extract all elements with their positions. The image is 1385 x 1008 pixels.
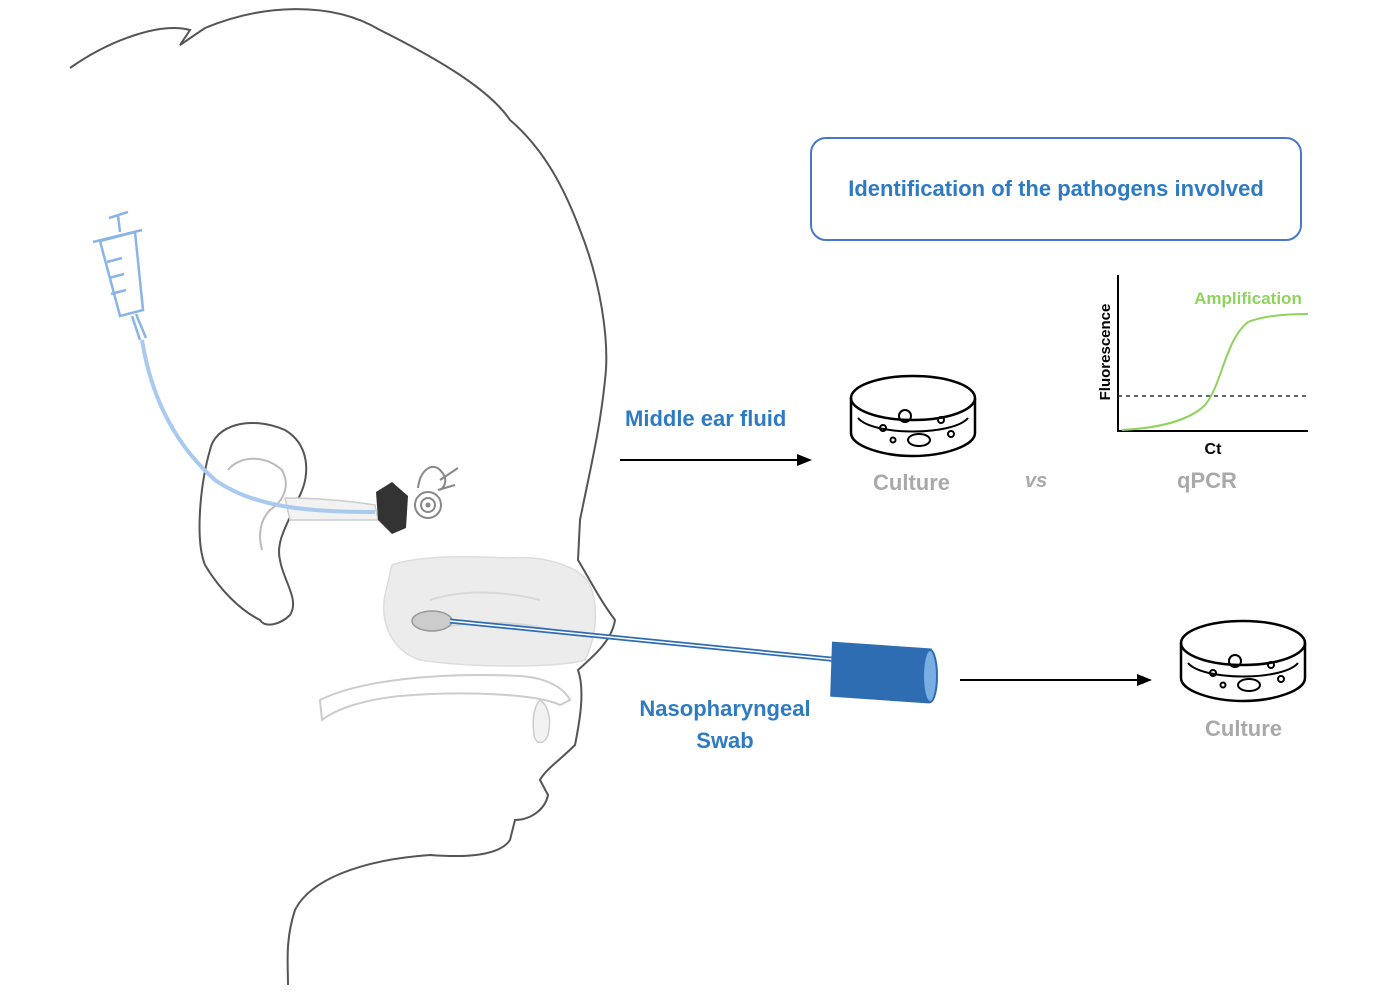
petri-dish-icon xyxy=(849,374,977,458)
chart-ylabel: Fluorescence xyxy=(1097,304,1114,401)
inner-ear-icon xyxy=(376,465,459,534)
petri-dish-icon xyxy=(1179,619,1307,703)
curve-label: Amplification xyxy=(1194,289,1302,308)
label-nasopharyngeal-line2: Swab xyxy=(696,728,754,753)
label-culture-bottom: Culture xyxy=(1205,716,1282,741)
syringe-icon xyxy=(92,210,148,341)
amplification-curve xyxy=(1121,313,1309,431)
ear-inner-outline xyxy=(227,457,287,551)
label-culture-top: Culture xyxy=(873,470,950,495)
teeth-outline xyxy=(532,699,551,744)
head-outline xyxy=(69,8,617,986)
syringe-tube xyxy=(140,339,376,514)
ear-outline xyxy=(198,421,308,626)
chart-xlabel: Ct xyxy=(1205,441,1223,458)
label-middle-ear-fluid: Middle ear fluid xyxy=(625,406,787,431)
label-nasopharyngeal: Nasopharyngeal Swab xyxy=(630,693,820,757)
label-qpcr: qPCR xyxy=(1177,468,1237,493)
title-box: Identification of the pathogens involved xyxy=(810,137,1302,241)
label-nasopharyngeal-line1: Nasopharyngeal xyxy=(639,696,811,721)
label-vs: vs xyxy=(1025,470,1048,492)
qpcr-chart: Fluorescence Ct Amplification xyxy=(1097,275,1309,458)
palate-outline xyxy=(318,674,572,722)
nasal-cavity xyxy=(383,555,597,667)
arrow-swab xyxy=(960,674,1152,686)
arrow-middle-ear xyxy=(620,454,812,466)
swab-icon xyxy=(411,610,938,704)
page-title: Identification of the pathogens involved xyxy=(848,176,1264,201)
